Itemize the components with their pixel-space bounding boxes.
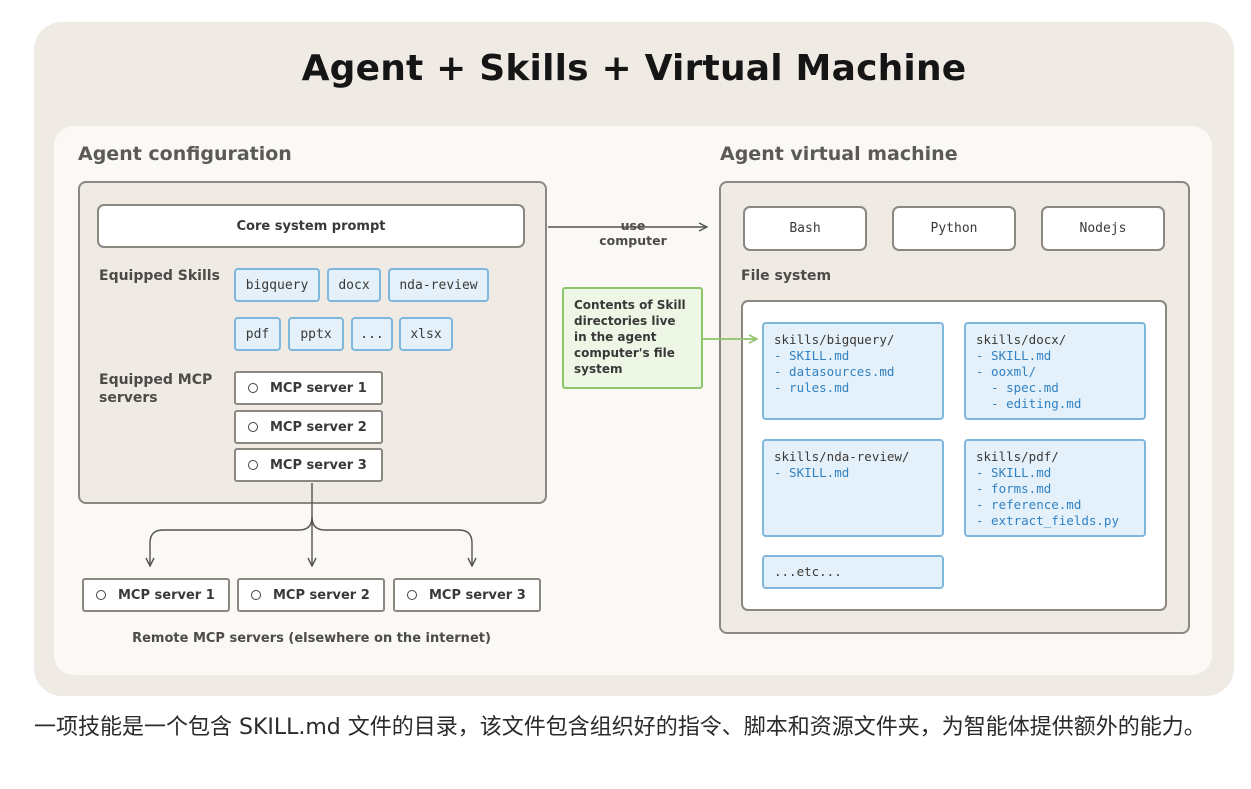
file-system-label: File system: [741, 268, 832, 284]
equipped-mcp-server-2: MCP server 2: [234, 410, 383, 444]
skill-directory-pdf: skills/pdf/ - SKILL.md - forms.md - refe…: [964, 439, 1146, 537]
agent-virtual-machine-label: Agent virtual machine: [720, 143, 958, 165]
use-computer-label: use computer: [586, 218, 680, 248]
diagram-title: Agent + Skills + Virtual Machine: [301, 48, 967, 89]
equipped-mcp-server-3: MCP server 3: [234, 448, 383, 482]
skill-chip-pptx: pptx: [288, 317, 344, 351]
runtime-nodejs: Nodejs: [1041, 206, 1165, 251]
circle-icon: [248, 422, 258, 432]
remote-mcp-server-3: MCP server 3: [393, 578, 541, 612]
circle-icon: [251, 590, 261, 600]
skill-directory-bigquery: skills/bigquery/ - SKILL.md - datasource…: [762, 322, 944, 420]
skill-chip-more: ...: [351, 317, 393, 351]
circle-icon: [407, 590, 417, 600]
circle-icon: [248, 460, 258, 470]
skill-directories-note: Contents of Skill directories live in th…: [562, 287, 703, 389]
equipped-mcp-server-1: MCP server 1: [234, 371, 383, 405]
equipped-mcp-servers-label: Equipped MCP servers: [99, 372, 213, 406]
skill-chip-docx: docx: [327, 268, 381, 302]
skill-chip-xlsx: xlsx: [399, 317, 453, 351]
runtime-python: Python: [892, 206, 1016, 251]
circle-icon: [96, 590, 106, 600]
circle-icon: [248, 383, 258, 393]
skill-directory-etc: ...etc...: [762, 555, 944, 589]
remote-mcp-server-2: MCP server 2: [237, 578, 385, 612]
skill-chip-pdf: pdf: [234, 317, 281, 351]
skill-chip-bigquery: bigquery: [234, 268, 320, 302]
core-system-prompt-box: Core system prompt: [97, 204, 525, 248]
equipped-skills-label: Equipped Skills: [99, 268, 220, 284]
remote-mcp-server-1: MCP server 1: [82, 578, 230, 612]
skill-directory-nda-review: skills/nda-review/ - SKILL.md: [762, 439, 944, 537]
agent-configuration-label: Agent configuration: [78, 143, 292, 165]
skill-directory-docx: skills/docx/ - SKILL.md - ooxml/ - spec.…: [964, 322, 1146, 420]
remote-mcp-caption: Remote MCP servers (elsewhere on the int…: [132, 631, 491, 646]
figure-caption: 一项技能是一个包含 SKILL.md 文件的目录，该文件包含组织好的指令、脚本和…: [34, 715, 1206, 740]
mcp-tree-connector: [150, 483, 313, 566]
core-system-prompt-label: Core system prompt: [236, 218, 386, 234]
skill-chip-nda-review: nda-review: [388, 268, 489, 302]
runtime-bash: Bash: [743, 206, 867, 251]
